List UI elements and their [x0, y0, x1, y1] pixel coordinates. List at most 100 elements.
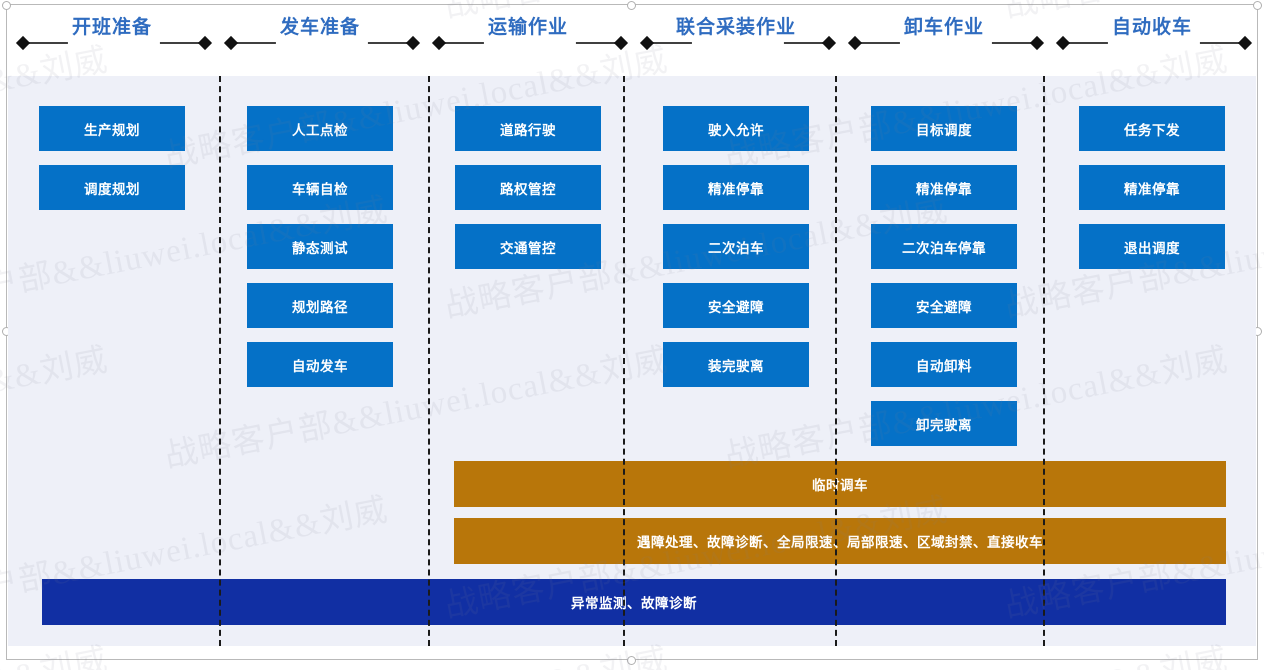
- bar-temporary-dispatch-label: 临时调车: [812, 478, 868, 493]
- arrow-gap: [483, 38, 577, 48]
- resize-handle-top-left[interactable]: [2, 1, 11, 10]
- task-box[interactable]: 精准停靠: [871, 165, 1017, 210]
- task-box-label: 调度规划: [84, 181, 140, 197]
- task-box[interactable]: 精准停靠: [1079, 165, 1225, 210]
- task-box-label: 二次泊车: [708, 240, 764, 256]
- task-box-label: 装完驶离: [708, 358, 764, 374]
- task-box-label: 车辆自检: [292, 181, 348, 197]
- task-box-label: 生产规划: [84, 122, 140, 138]
- task-box[interactable]: 装完驶离: [663, 342, 809, 387]
- lane-divider-1: [219, 76, 221, 646]
- task-box[interactable]: 规划路径: [247, 283, 393, 328]
- lane-divider-2: [428, 76, 430, 646]
- lane-arrow-4: [639, 35, 837, 51]
- task-box[interactable]: 二次泊车停靠: [871, 224, 1017, 269]
- lane-divider-5: [1043, 76, 1045, 646]
- lane-column-1: 生产规划调度规划: [8, 76, 216, 646]
- arrow-gap: [1107, 38, 1201, 48]
- lane-column-4: 驶入允许精准停靠二次泊车安全避障装完驶离: [632, 76, 840, 646]
- arrow-gap: [691, 38, 785, 48]
- task-box[interactable]: 驶入允许: [663, 106, 809, 151]
- arrow-diamond-left-icon: [15, 35, 31, 51]
- task-box-label: 人工点检: [292, 122, 348, 138]
- task-box[interactable]: 交通管控: [455, 224, 601, 269]
- arrow-gap: [275, 38, 369, 48]
- task-box[interactable]: 人工点检: [247, 106, 393, 151]
- bar-monitoring[interactable]: 异常监测、故障诊断: [42, 579, 1226, 625]
- task-box[interactable]: 安全避障: [663, 283, 809, 328]
- bar-temporary-dispatch[interactable]: 临时调车: [454, 461, 1226, 507]
- task-box-label: 退出调度: [1124, 240, 1180, 256]
- lane-title-6: 自动收车: [1111, 17, 1192, 38]
- lane-arrow-6: [1055, 35, 1253, 51]
- arrow-gap: [899, 38, 993, 48]
- bar-exception-handling[interactable]: 遇障处理、故障诊断、全局限速、局部限速、区域封禁、直接收车: [454, 518, 1226, 564]
- arrow-diamond-right-icon: [821, 35, 837, 51]
- arrow-diamond-right-icon: [1237, 35, 1253, 51]
- lane-column-3: 道路行驶路权管控交通管控: [424, 76, 632, 646]
- resize-handle-bottom-center[interactable]: [627, 656, 636, 665]
- task-box-label: 规划路径: [292, 299, 348, 315]
- lane-column-5: 目标调度精准停靠二次泊车停靠安全避障自动卸料卸完驶离: [840, 76, 1048, 646]
- arrow-diamond-left-icon: [1055, 35, 1071, 51]
- task-box-label: 交通管控: [500, 240, 556, 256]
- task-box-label: 驶入允许: [708, 122, 764, 138]
- arrow-diamond-right-icon: [613, 35, 629, 51]
- bar-exception-handling-label: 遇障处理、故障诊断、全局限速、局部限速、区域封禁、直接收车: [637, 535, 1043, 550]
- task-box[interactable]: 精准停靠: [663, 165, 809, 210]
- resize-handle-top-center[interactable]: [627, 1, 636, 10]
- task-box[interactable]: 目标调度: [871, 106, 1017, 151]
- task-box-label: 自动卸料: [916, 358, 972, 374]
- task-box[interactable]: 生产规划: [39, 106, 185, 151]
- task-box[interactable]: 路权管控: [455, 165, 601, 210]
- lane-column-6: 任务下发精准停靠退出调度: [1048, 76, 1256, 646]
- lane-arrow-3: [431, 35, 629, 51]
- lane-header-5: 卸车作业: [840, 0, 1048, 76]
- task-box-label: 安全避障: [708, 299, 764, 315]
- lane-arrow-5: [847, 35, 1045, 51]
- lane-divider-4: [835, 76, 837, 646]
- task-box-label: 目标调度: [916, 122, 972, 138]
- lane-column-2: 人工点检车辆自检静态测试规划路径自动发车: [216, 76, 424, 646]
- task-box-label: 任务下发: [1124, 122, 1180, 138]
- arrow-diamond-right-icon: [405, 35, 421, 51]
- lane-divider-3: [623, 76, 625, 646]
- task-box[interactable]: 道路行驶: [455, 106, 601, 151]
- task-box-label: 路权管控: [500, 181, 556, 197]
- lane-arrow-2: [223, 35, 421, 51]
- task-box-label: 卸完驶离: [916, 417, 972, 433]
- arrow-diamond-right-icon: [197, 35, 213, 51]
- arrow-diamond-right-icon: [1029, 35, 1045, 51]
- lane-header-1: 开班准备: [8, 0, 216, 76]
- task-box-label: 精准停靠: [1124, 181, 1180, 197]
- arrow-diamond-left-icon: [639, 35, 655, 51]
- task-box-label: 安全避障: [916, 299, 972, 315]
- lane-columns: 生产规划调度规划人工点检车辆自检静态测试规划路径自动发车道路行驶路权管控交通管控…: [8, 76, 1256, 646]
- task-box[interactable]: 安全避障: [871, 283, 1017, 328]
- arrow-diamond-left-icon: [431, 35, 447, 51]
- lane-arrow-1: [15, 35, 213, 51]
- task-box-label: 自动发车: [292, 358, 348, 374]
- lane-title-2: 发车准备: [279, 17, 360, 38]
- arrow-gap: [67, 38, 161, 48]
- lane-title-4: 联合采装作业: [675, 17, 796, 38]
- task-box[interactable]: 自动发车: [247, 342, 393, 387]
- resize-handle-top-right[interactable]: [1253, 1, 1262, 10]
- lane-title-3: 运输作业: [487, 17, 568, 38]
- arrow-diamond-left-icon: [847, 35, 863, 51]
- task-box-label: 静态测试: [292, 240, 348, 256]
- task-box[interactable]: 自动卸料: [871, 342, 1017, 387]
- lane-header-row: 开班准备 发车准备 运输作业 联合采装作业 卸车作业 自动收车: [8, 0, 1256, 76]
- task-box[interactable]: 静态测试: [247, 224, 393, 269]
- task-box[interactable]: 二次泊车: [663, 224, 809, 269]
- task-box-label: 精准停靠: [708, 181, 764, 197]
- task-box[interactable]: 车辆自检: [247, 165, 393, 210]
- arrow-diamond-left-icon: [223, 35, 239, 51]
- task-box[interactable]: 卸完驶离: [871, 401, 1017, 446]
- task-box[interactable]: 退出调度: [1079, 224, 1225, 269]
- task-box[interactable]: 任务下发: [1079, 106, 1225, 151]
- lane-header-3: 运输作业: [424, 0, 632, 76]
- task-box[interactable]: 调度规划: [39, 165, 185, 210]
- task-box-label: 精准停靠: [916, 181, 972, 197]
